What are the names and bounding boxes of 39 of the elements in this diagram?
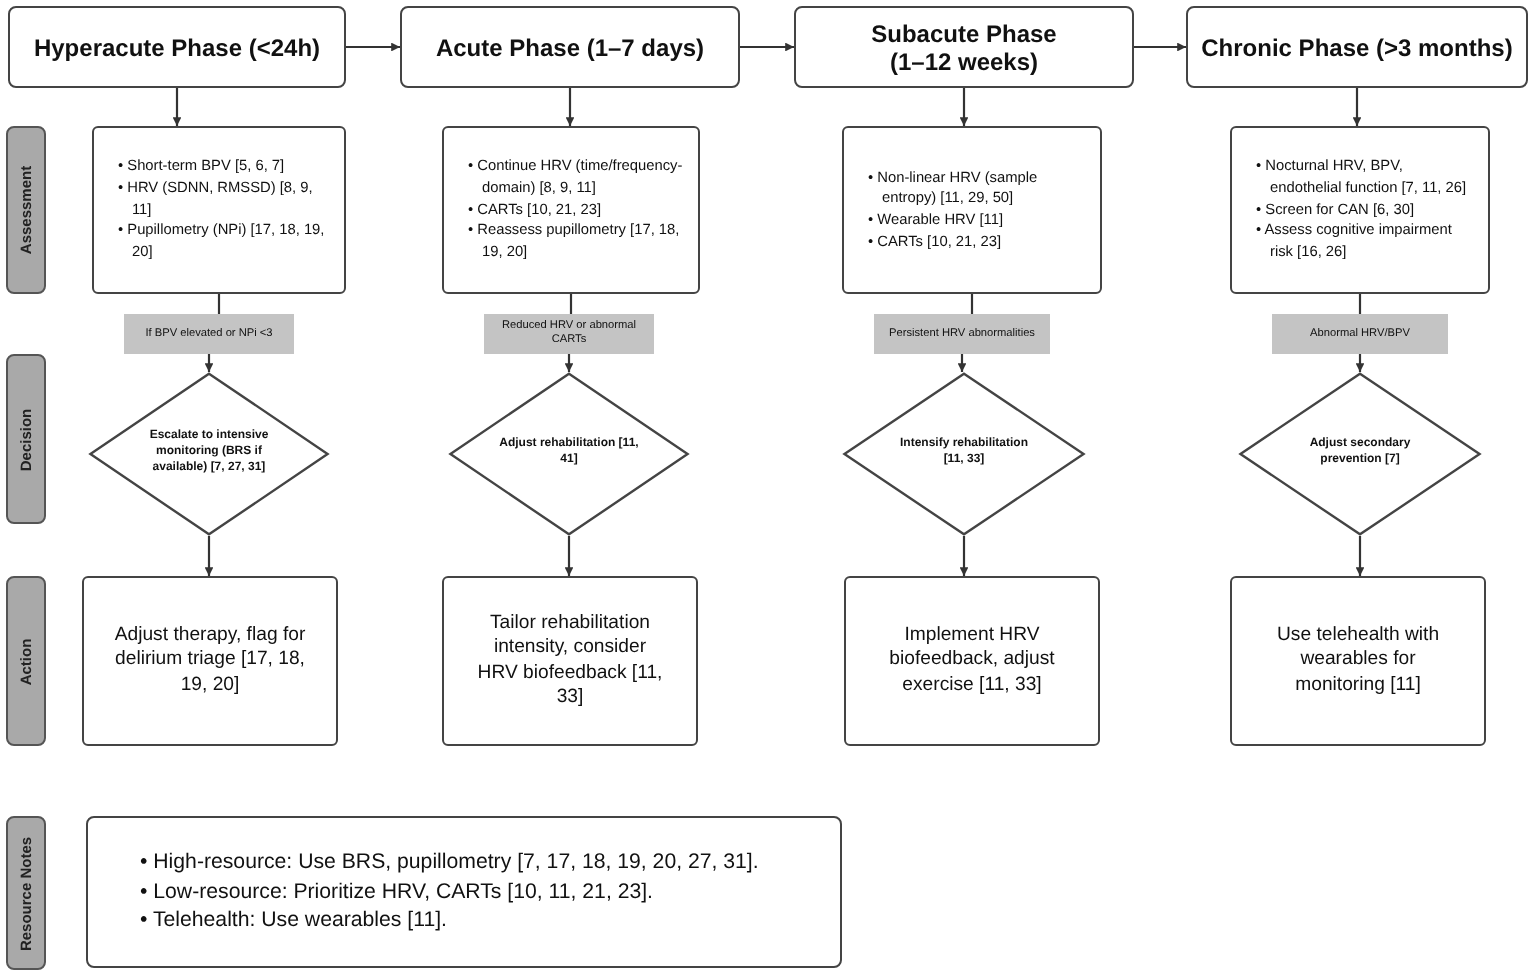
resource-notes-box: [86, 816, 842, 968]
phase-header-box: Subacute Phase (1–12 weeks): [794, 6, 1134, 88]
assessment-box: [1230, 126, 1490, 294]
action-box: Use telehealth with wearables for monitoring [11]: [1230, 576, 1486, 746]
action-box: Adjust therapy, flag for delirium triage [17, 18, 19, 20]: [82, 576, 338, 746]
arrow: [204, 536, 214, 576]
arrow: [172, 88, 182, 126]
phase-header-box: Acute Phase (1–7 days): [400, 6, 740, 88]
connector-line: [970, 294, 974, 314]
phase-header-box: Hyperacute Phase (<24h): [8, 6, 346, 88]
bullet-item: • Low-resource: Prioritize HRV, CARTs [10, 11, 21, 23].: [140, 877, 656, 907]
action-box: Tailor rehabilitation intensity, consider HRV biofeedback [11, 33]: [442, 576, 698, 746]
row-label-band: [6, 354, 46, 524]
row-label-band: [6, 816, 46, 970]
arrow: [1352, 88, 1362, 126]
arrow: [959, 536, 969, 576]
arrow: [346, 42, 400, 52]
arrow: [1355, 354, 1365, 372]
arrow: [564, 354, 574, 372]
arrow: [204, 354, 214, 372]
connector-line: [1358, 294, 1362, 314]
arrow: [740, 42, 794, 52]
arrow: [957, 354, 967, 372]
arrow: [565, 88, 575, 126]
bullet-item: • Telehealth: Use wearables [11].: [140, 906, 449, 937]
phase-header-box: Chronic Phase (>3 months): [1186, 6, 1528, 88]
action-box: Implement HRV biofeedback, adjust exercise [11, 33]: [844, 576, 1100, 746]
connector-line: [569, 294, 573, 314]
arrow: [1355, 536, 1365, 576]
bullet-item: • High-resource: Use BRS, pupillometry [7, 17, 18, 19, 20, 27, 31].: [140, 847, 759, 878]
assessment-box: [842, 126, 1102, 294]
assessment-box: [92, 126, 346, 294]
row-label-band: [6, 126, 46, 294]
arrow: [959, 88, 969, 126]
arrow: [1134, 42, 1186, 52]
assessment-box: [442, 126, 700, 294]
arrow: [564, 536, 574, 576]
connector-line: [217, 294, 221, 314]
row-label-band: [6, 576, 46, 746]
